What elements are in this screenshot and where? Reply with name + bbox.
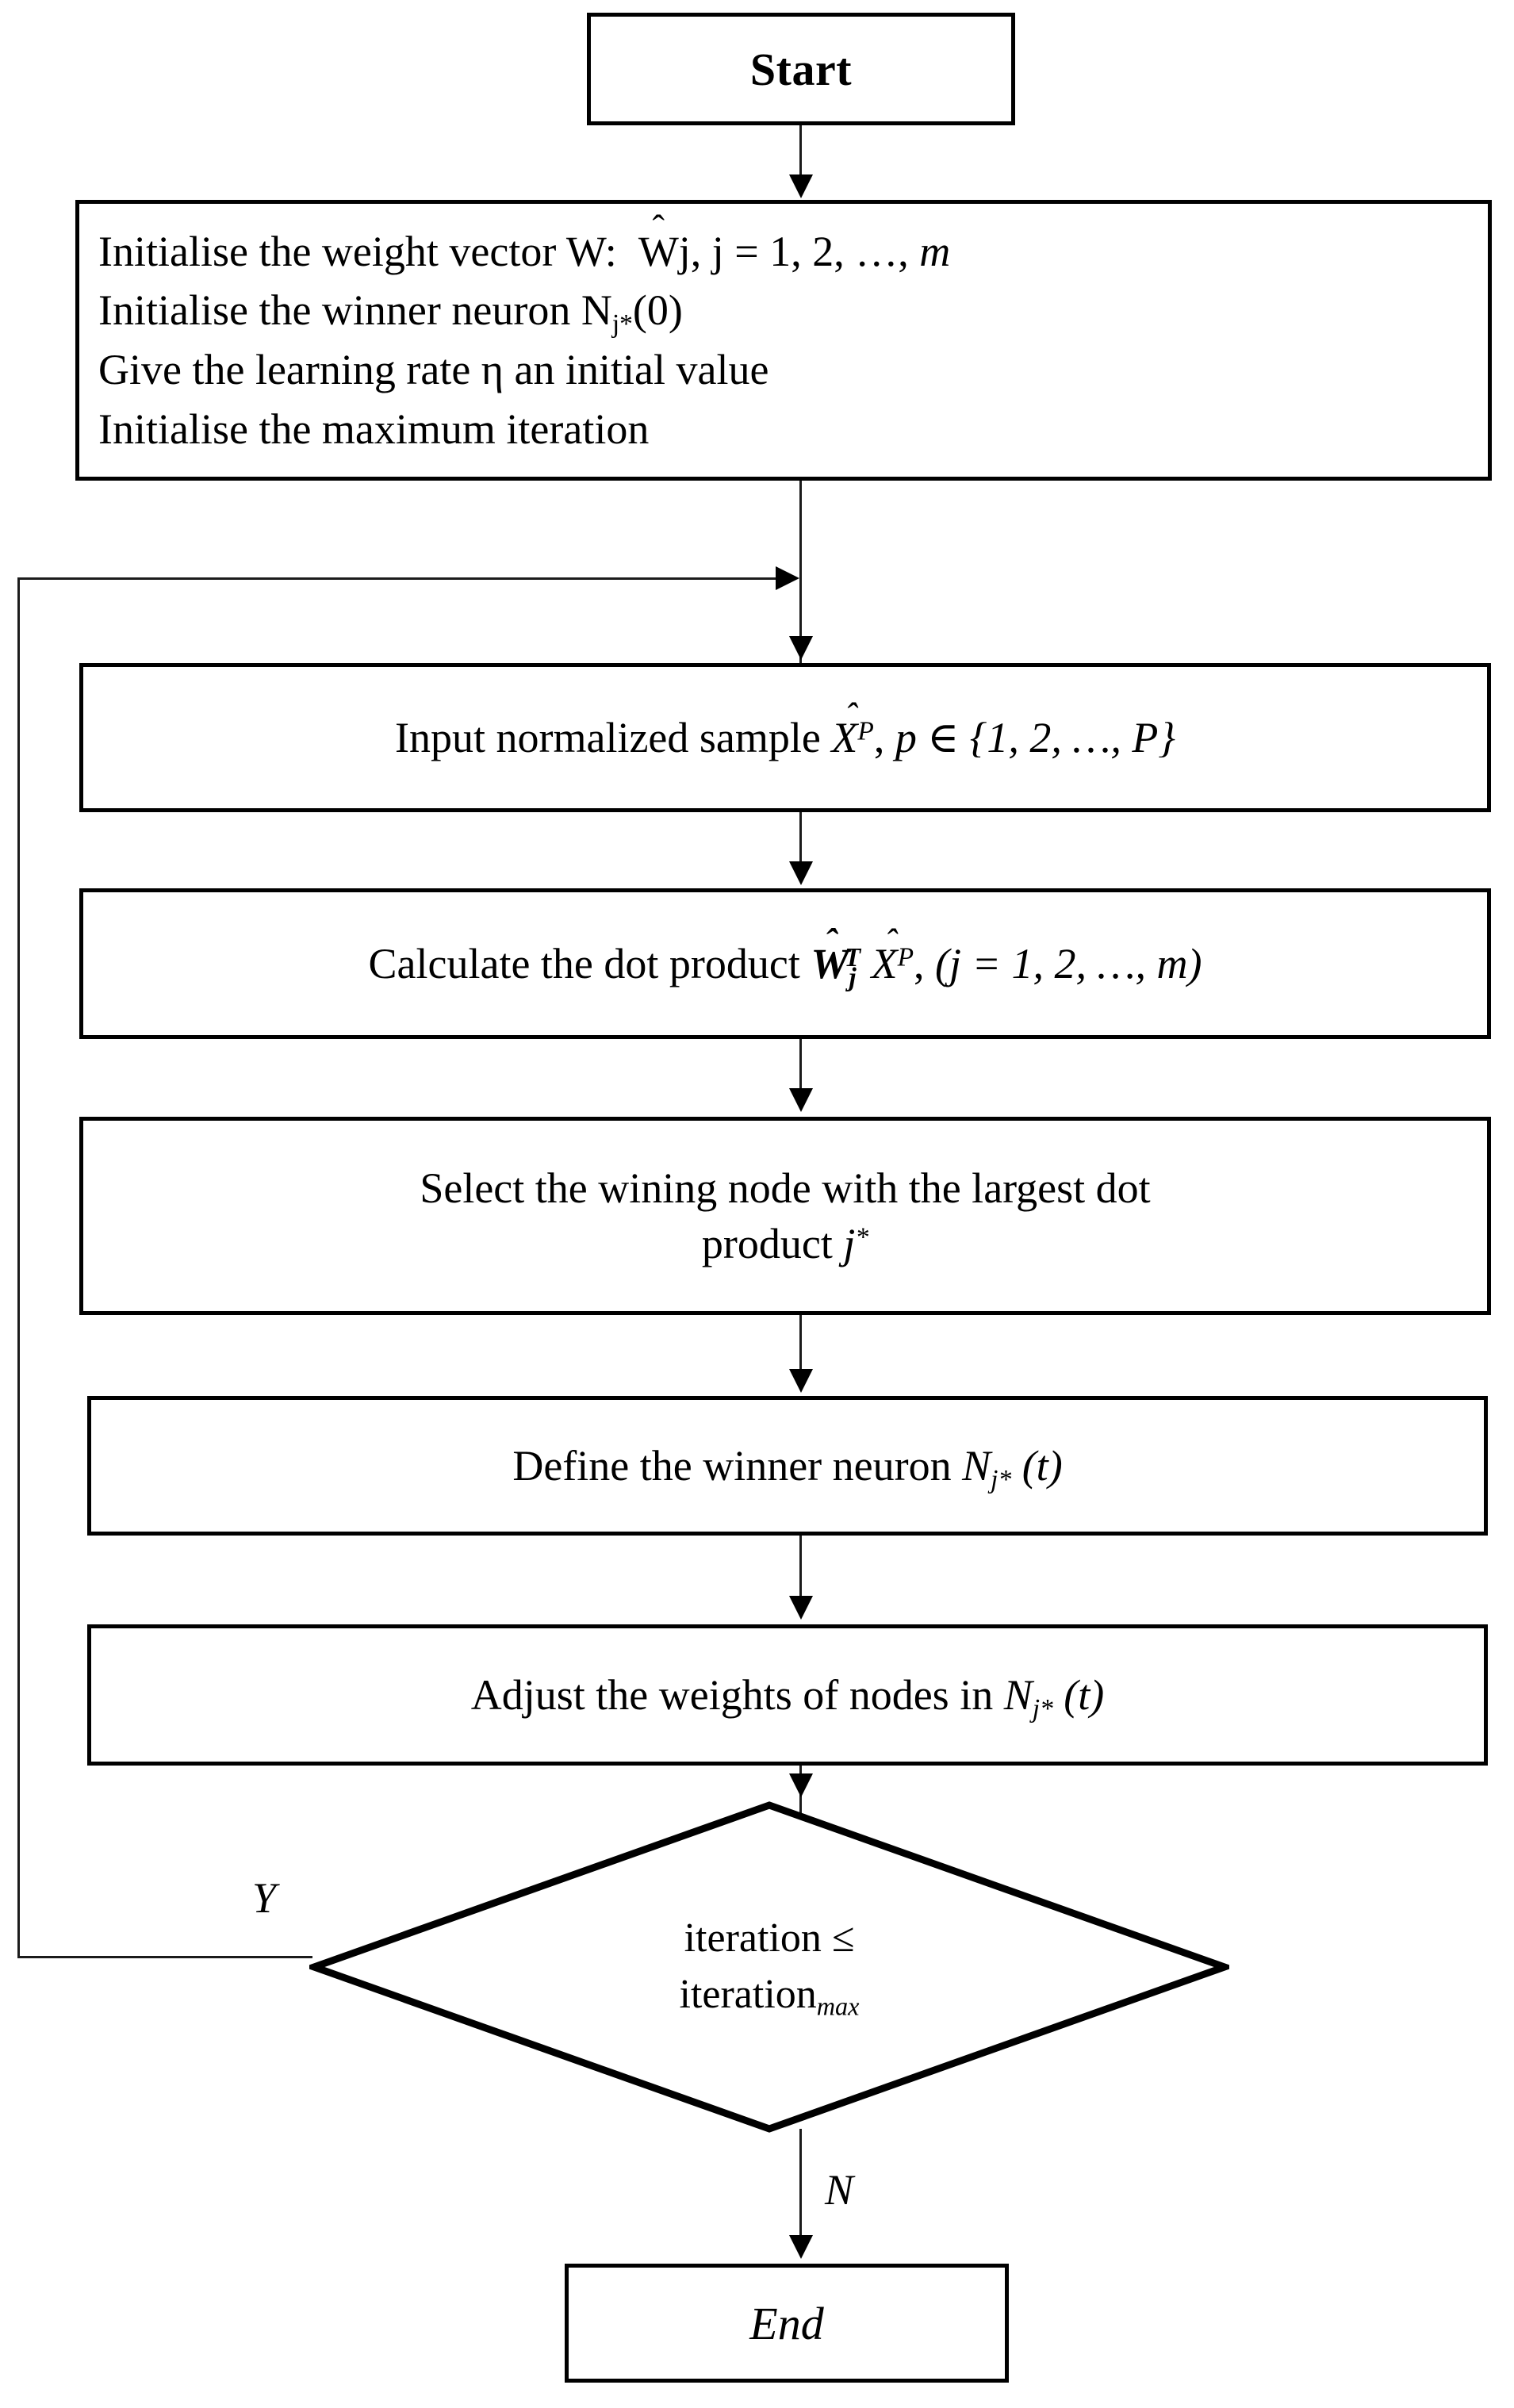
decision-diamond-shape (309, 1801, 1229, 2133)
select-line-1: Select the wining node with the largest … (420, 1164, 1151, 1212)
arrowhead-input-to-dot (789, 861, 813, 885)
node-define-winner[interactable]: Define the winner neuron Nj* (t) (87, 1396, 1488, 1536)
init-line-4: Initialise the maximum iteration (98, 405, 650, 453)
arrowhead-define-to-adjust (789, 1596, 813, 1620)
arrowhead-loop-join (776, 566, 799, 590)
arrowhead-init-to-input (789, 636, 813, 660)
init-line-3: Give the learning rate η an initial valu… (98, 346, 769, 393)
loop-horizontal-from-decision (17, 1956, 312, 1958)
node-decision[interactable]: iteration ≤ iterationmax (309, 1800, 1229, 2134)
node-input-sample[interactable]: Input normalized sample ̂XP, p ∈ {1, 2, … (79, 663, 1491, 812)
arrowhead-select-to-define (789, 1369, 813, 1393)
connector-input-to-dot (799, 812, 802, 865)
loop-vertical-rail (17, 577, 20, 1957)
connector-select-to-define (799, 1315, 802, 1371)
init-line-2: Initialise the winner neuron Nj*(0) (98, 286, 683, 339)
connector-decision-to-end (799, 2129, 802, 2241)
connector-define-to-adjust (799, 1536, 802, 1597)
node-select-winning[interactable]: Select the wining node with the largest … (79, 1117, 1491, 1315)
node-adjust-weights[interactable]: Adjust the weights of nodes in Nj* (t) (87, 1624, 1488, 1766)
node-define-winner-text: Define the winner neuron Nj* (t) (512, 1441, 1063, 1494)
edge-label-yes: Y (252, 1874, 277, 1922)
node-input-sample-text: Input normalized sample ̂XP, p ∈ {1, 2, … (395, 713, 1175, 761)
node-end[interactable]: End (565, 2264, 1009, 2383)
node-dot-product-text: Calculate the dot product ̂WjT ̂XP, (j =… (368, 939, 1202, 992)
node-initialise-text: Initialise the weight vector W: ̂Wj, j =… (79, 222, 1488, 458)
node-dot-product[interactable]: Calculate the dot product ̂WjT ̂XP, (j =… (79, 888, 1491, 1039)
arrowhead-decision-to-end (789, 2235, 813, 2259)
init-line-1: Initialise the weight vector W: ̂Wj, j =… (98, 227, 951, 275)
node-start[interactable]: Start (587, 13, 1015, 125)
connector-init-to-input (799, 481, 802, 663)
connector-dot-to-select (799, 1039, 802, 1091)
connector-start-to-init (799, 125, 802, 178)
select-line-2: product j* (701, 1220, 869, 1267)
node-end-label: End (749, 2297, 824, 2349)
node-adjust-weights-text: Adjust the weights of nodes in Nj* (t) (470, 1670, 1105, 1724)
loop-horizontal-return (17, 577, 779, 580)
arrowhead-adjust-to-decision (789, 1773, 813, 1797)
arrowhead-dot-to-select (789, 1088, 813, 1112)
arrowhead-start-to-init (789, 174, 813, 198)
node-start-label: Start (749, 43, 853, 95)
node-select-winning-text: Select the wining node with the largest … (83, 1160, 1487, 1271)
node-initialise[interactable]: Initialise the weight vector W: ̂Wj, j =… (75, 200, 1492, 481)
edge-label-no: N (825, 2166, 854, 2214)
